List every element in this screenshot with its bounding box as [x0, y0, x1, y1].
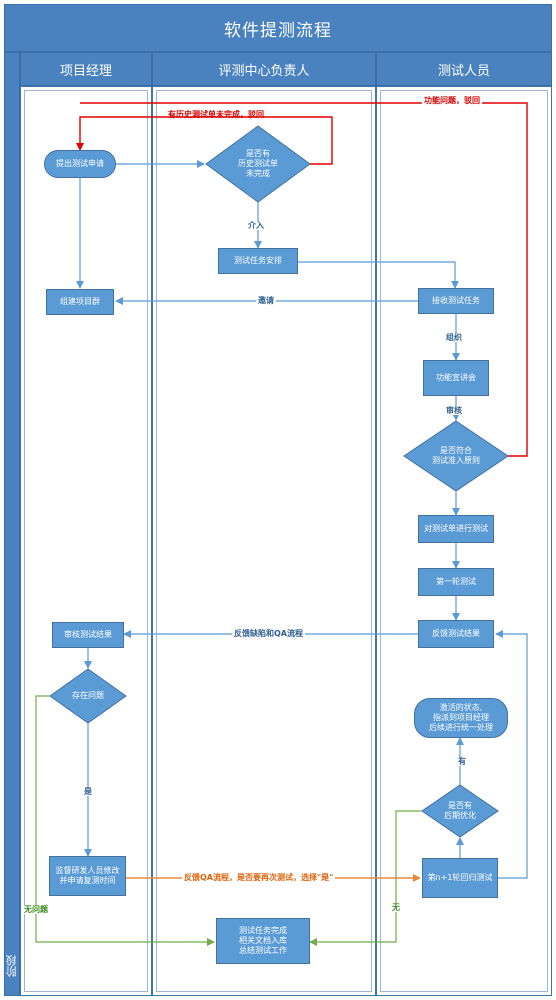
node-submit-request: 提出测试申请: [44, 150, 116, 178]
label-feedback-qa: 反馈缺陷和QA流程: [232, 629, 305, 638]
node-feedback: 反馈测试结果: [418, 620, 494, 648]
lane-header-pm: 项目经理: [20, 52, 152, 86]
label-feedback-qa-retest: 反馈QA流程，是否要再次测试，选择"是": [182, 873, 336, 882]
label-yes: 是: [82, 787, 94, 796]
label-intervene: 介入: [246, 221, 266, 230]
node-func-talk: 功能宣讲会: [423, 360, 489, 396]
node-group: 组建项目群: [46, 289, 114, 315]
edge-lateropt-no-to-complete: [309, 810, 422, 946]
node-test-sheet: 对测试单进行测试: [418, 515, 494, 543]
lane-center: [152, 86, 376, 996]
label-has: 有: [456, 757, 468, 766]
node-supervise: 监督研发人员修改 并申请复测时间: [49, 856, 126, 896]
edge-regression-to-feedback: [495, 630, 528, 879]
node-receive-task: 接收测试任务: [418, 288, 494, 314]
edge-history-reject: [76, 116, 333, 165]
edge-func-reject: [80, 102, 528, 457]
label-organize: 组织: [444, 333, 464, 342]
edge-arrange-to-receive: [298, 261, 459, 289]
label-func-reject: 功能问题，驳回: [422, 96, 482, 105]
node-complete: 测试任务完成 相关文档入库 总结测试工作: [216, 918, 310, 964]
node-later-opt: 是否有 后期优化: [444, 801, 476, 820]
label-invite: 邀请: [256, 296, 276, 305]
diagram-title: 软件提测流程: [4, 4, 552, 52]
lane-pm: [20, 86, 152, 996]
edge-issues-no-to-complete: [35, 695, 215, 946]
node-issues-check: 存在问题: [72, 691, 104, 700]
label-no-issue: 无问题: [22, 905, 50, 914]
node-history-check: 是否有 历史测试单 未完成: [238, 149, 278, 178]
lane-header-tester: 测试人员: [376, 52, 552, 86]
lane-header-center: 评测中心负责人: [152, 52, 376, 86]
label-history-reject: 有历史测试单未完成，驳回: [168, 110, 264, 119]
node-review-results: 审核测试结果: [52, 622, 124, 648]
label-none: 无: [390, 903, 402, 912]
phase-column: [4, 52, 20, 996]
node-round1: 第一轮测试: [418, 568, 494, 596]
node-regression: 第n+1轮回归测试: [422, 858, 498, 898]
label-review: 审核: [444, 406, 464, 415]
node-criteria-check: 是否符合 测试准入原则: [432, 446, 480, 465]
node-activate: 激活的状态, 指派到项目经理 后续进行统一处理: [414, 698, 508, 738]
node-arrange: 测试任务安排: [218, 248, 298, 274]
